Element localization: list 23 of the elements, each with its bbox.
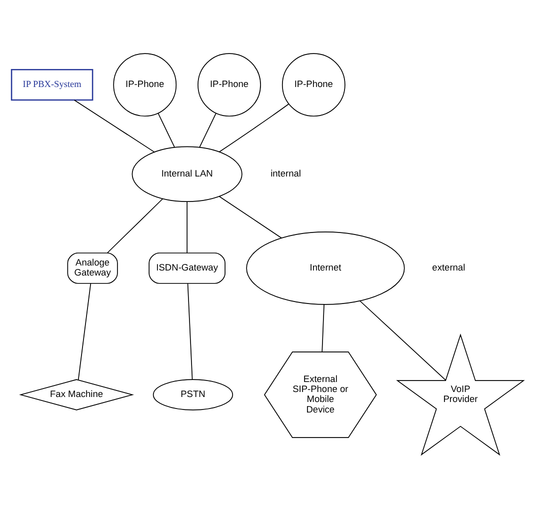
connector [218,195,282,238]
node-box: IP PBX-System [10,68,94,100]
label: external [432,262,466,272]
node-diamond: Fax Machine [19,378,134,410]
connector [322,304,324,352]
node-circle: IP-Phone [113,52,177,116]
node-circle: IP-Phone [282,52,346,116]
node-box: ISDN-Gateway [148,252,226,284]
node-ellipse: Internal LAN [132,146,242,202]
connector [187,282,193,380]
connector [199,112,216,148]
connector [186,200,188,253]
connector [218,103,289,152]
node-circle: IP-Phone [198,52,261,116]
connector [359,300,446,380]
node-box: Analoge Gateway [67,252,118,284]
label: internal [270,168,302,178]
connector [78,282,92,380]
node-ellipse: Internet [246,230,405,304]
connector [158,112,175,148]
node-ellipse: PSTN [152,378,234,410]
connector [74,99,155,152]
connector [106,198,164,253]
